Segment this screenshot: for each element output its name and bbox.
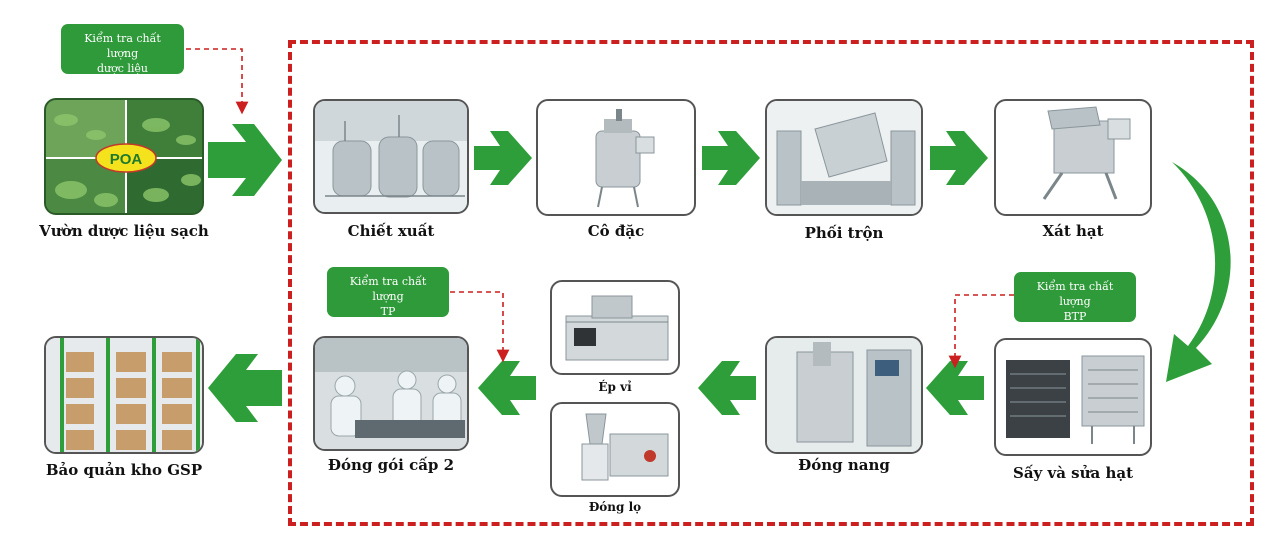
arrow-concentration-to-mixing xyxy=(702,131,760,185)
qc-herbal-line2: dược liệu xyxy=(96,62,149,75)
granulating-photo xyxy=(994,99,1152,216)
drying-label: Sấy và sửa hạt xyxy=(1013,464,1133,482)
bottling-machine-image xyxy=(581,413,669,481)
packaging-label: Đóng gói cấp 2 xyxy=(327,456,455,474)
mixing-photo xyxy=(765,99,923,216)
capsule-machine-image xyxy=(767,338,921,452)
qc-herbal-box: Kiểm tra chất lượng dược liệu xyxy=(61,24,184,75)
warehouse-shelves-image xyxy=(46,338,202,452)
arrow-blister-to-packaging xyxy=(478,361,536,415)
garden-photo: POA xyxy=(44,98,204,215)
storage-label: Bảo quản kho GSP xyxy=(45,461,203,479)
bottling-photo xyxy=(550,402,680,497)
arrow-granulating-to-drying xyxy=(1166,162,1231,382)
production-area-frame xyxy=(288,40,1254,526)
granulating-label: Xát hạt xyxy=(1042,222,1104,240)
arrow-capsule-to-blister xyxy=(698,361,756,415)
logo-text: POA xyxy=(110,151,143,168)
qc-finished-line2: TP xyxy=(380,305,396,318)
mixer-machine-image xyxy=(767,101,921,214)
packaging-photo xyxy=(313,336,469,451)
concentrator-machine-image xyxy=(595,109,655,208)
garden-label: Vườn dược liệu sạch xyxy=(39,222,209,240)
arrow-packaging-to-storage xyxy=(208,354,282,422)
qc-finished-line1: Kiểm tra chất lượng xyxy=(349,275,427,303)
drying-photo xyxy=(994,338,1152,456)
qc-semi-line1: Kiểm tra chất lượng xyxy=(1036,280,1114,308)
arrow-extraction-to-concentration xyxy=(474,131,532,185)
granulator-machine-image xyxy=(1042,106,1131,200)
mixing-label: Phối trộn xyxy=(804,224,884,242)
arrow-mixing-to-granulating xyxy=(930,131,988,185)
storage-photo xyxy=(44,336,204,454)
herb-leaves-image: POA xyxy=(46,100,202,213)
qc-semi-line2: BTP xyxy=(1063,310,1087,323)
extraction-label: Chiết xuất xyxy=(347,222,435,240)
dryer-oven-image xyxy=(1006,355,1145,444)
blister-label: Ép vỉ xyxy=(598,380,632,394)
bottling-label: Đóng lọ xyxy=(588,500,642,514)
concentration-photo xyxy=(536,99,696,216)
concentration-label: Cô đặc xyxy=(587,222,645,240)
extraction-photo xyxy=(313,99,469,214)
capsule-photo xyxy=(765,336,923,454)
packaging-workers-image xyxy=(315,338,467,449)
extraction-tanks-image xyxy=(315,101,467,212)
blister-photo xyxy=(550,280,680,375)
arrow-garden-to-extraction xyxy=(208,124,282,196)
capsule-label: Đóng nang xyxy=(798,456,890,474)
qc-herbal-line1: Kiểm tra chất lượng xyxy=(84,32,161,60)
qc-semi-box: Kiểm tra chất lượng BTP xyxy=(1014,272,1136,323)
arrow-drying-to-capsule xyxy=(926,361,984,415)
qc-finished-box: Kiểm tra chất lượng TP xyxy=(327,267,449,318)
blister-machine-image xyxy=(565,295,669,361)
